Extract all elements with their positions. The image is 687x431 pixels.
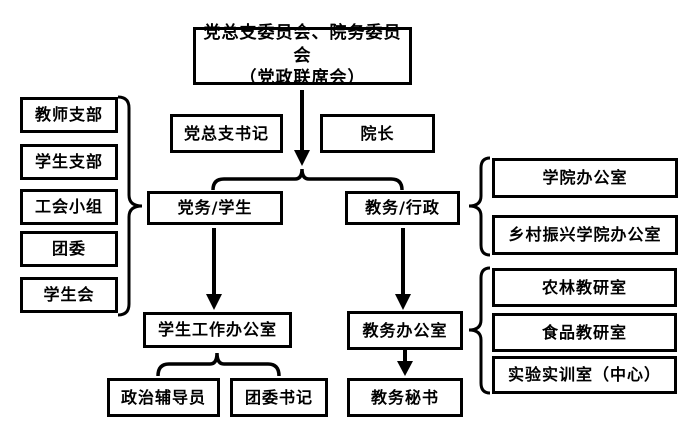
brace-split-top — [211, 168, 404, 191]
arrow-admin-to-academic-office-head — [395, 294, 411, 310]
node-party-branch-secretary: 党总支书记 — [170, 114, 283, 153]
node-dean: 院长 — [320, 114, 435, 153]
node-top-committee-line1: 党总支委员会、院务委员会 — [203, 22, 402, 66]
arrow-party-to-student-office-head — [206, 294, 222, 310]
node-lab-training-center: 实验实训室（中心） — [492, 356, 677, 394]
node-teacher-branch: 教师支部 — [20, 97, 118, 133]
brace-student-office-children — [156, 352, 281, 377]
node-student-branch: 学生支部 — [20, 144, 118, 180]
arrow-top-to-split-head — [294, 150, 310, 166]
brace-left-group — [117, 95, 143, 317]
node-food-office: 食品教研室 — [492, 313, 677, 352]
node-top-committee-line2: （党政联席会） — [239, 68, 366, 89]
node-college-office: 学院办公室 — [492, 158, 678, 198]
node-league-secretary: 团委书记 — [230, 378, 328, 417]
node-student-affairs-office: 学生工作办公室 — [143, 312, 292, 348]
node-union-group: 工会小组 — [20, 189, 118, 225]
brace-teaching-rooms — [468, 266, 491, 395]
node-league-committee: 团委 — [20, 231, 118, 267]
brace-admin-offices — [468, 156, 491, 257]
node-political-counselor: 政治辅导员 — [107, 378, 220, 417]
node-agriculture-forestry-office: 农林教研室 — [492, 268, 677, 307]
node-top-committee: 党总支委员会、院务委员会 （党政联席会） — [193, 23, 412, 88]
arrow-academic-office-to-secretary-head — [397, 361, 413, 376]
node-rural-revitalization-office: 乡村振兴学院办公室 — [492, 215, 678, 255]
node-party-student: 党务/学生 — [147, 191, 283, 225]
node-academic-office: 教务办公室 — [347, 311, 463, 350]
node-academic-secretary: 教务秘书 — [347, 378, 463, 417]
node-student-union: 学生会 — [20, 277, 118, 313]
node-academic-admin: 教务/行政 — [345, 191, 460, 225]
